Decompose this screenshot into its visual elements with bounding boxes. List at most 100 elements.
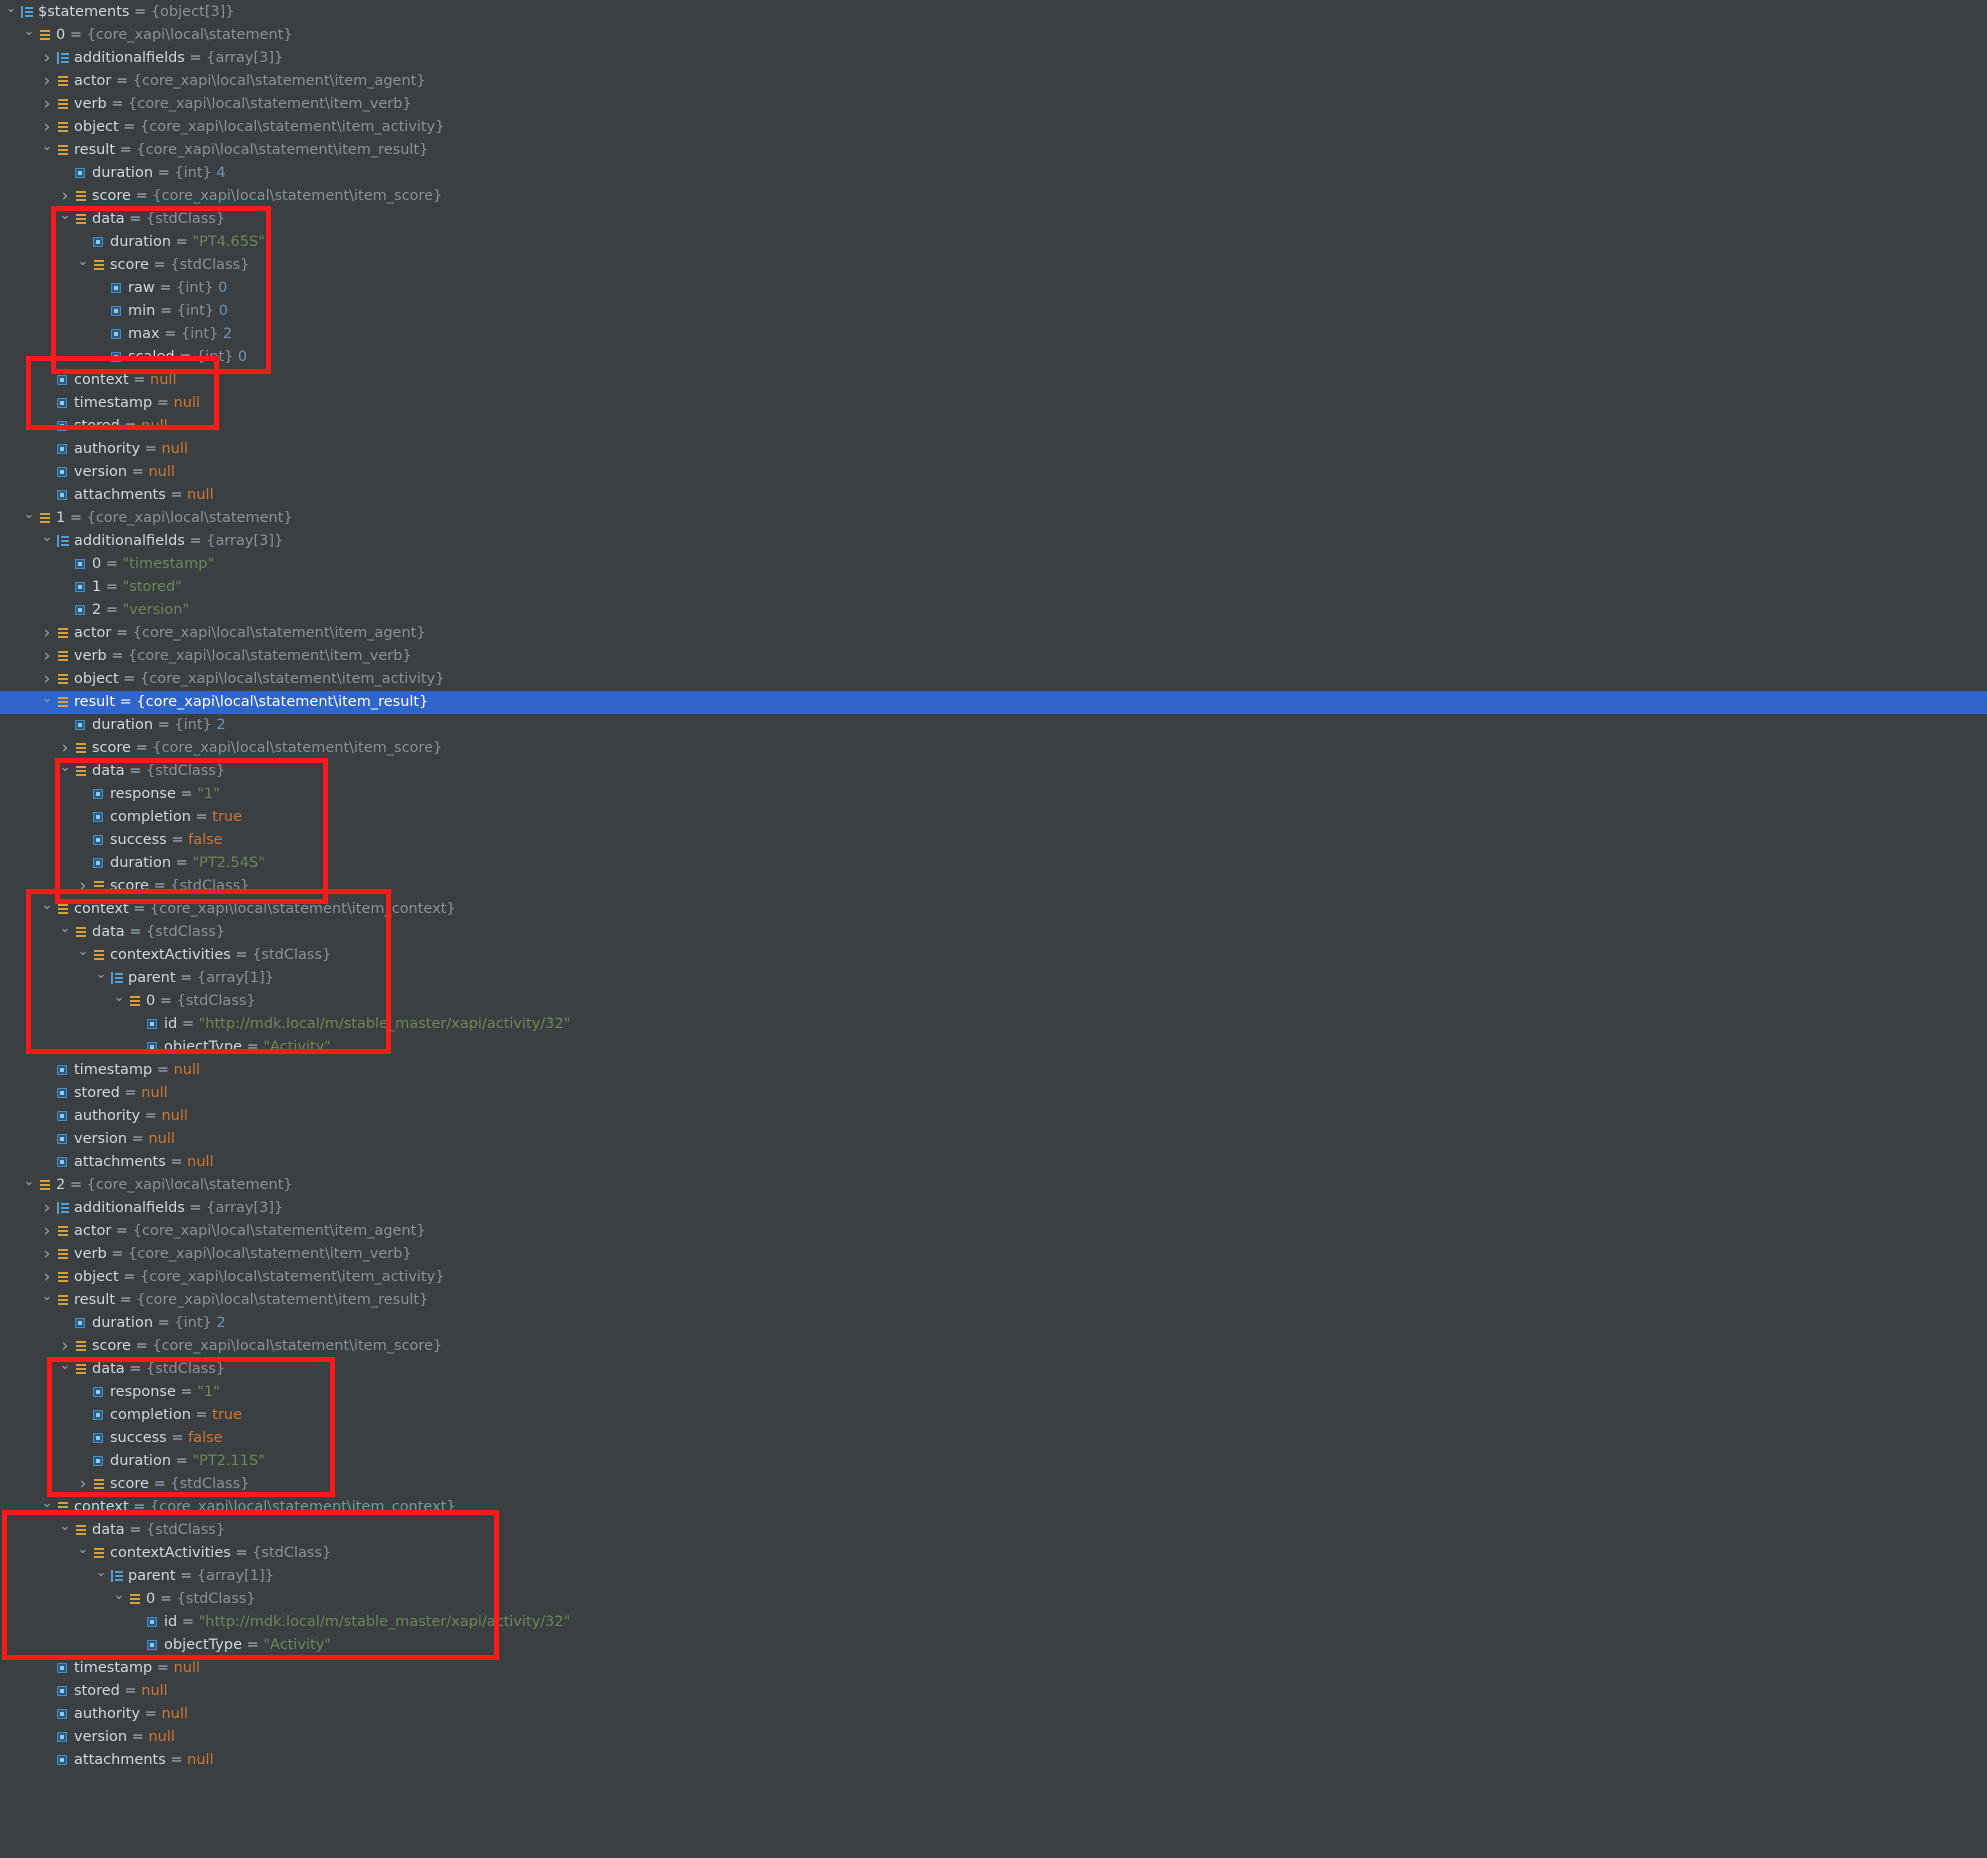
tree-row[interactable]: stored = null [0, 415, 1987, 438]
tree-row[interactable]: attachments = null [0, 484, 1987, 507]
chevron-right-icon[interactable]: › [79, 876, 87, 896]
tree-row[interactable]: ⌄0 = {stdClass} [0, 1588, 1987, 1611]
tree-row[interactable]: version = null [0, 461, 1987, 484]
chevron-down-icon[interactable]: ⌄ [95, 967, 107, 982]
chevron-down-icon[interactable]: ⌄ [41, 1289, 53, 1304]
chevron-down-icon[interactable]: ⌄ [113, 1588, 125, 1603]
chevron-right-icon[interactable]: › [61, 738, 69, 758]
tree-row[interactable]: ›object = {core_xapi\local\statement\ite… [0, 116, 1987, 139]
tree-row[interactable]: ⌄score = {stdClass} [0, 254, 1987, 277]
tree-row[interactable]: ›score = {stdClass} [0, 1473, 1987, 1496]
chevron-down-icon[interactable]: ⌄ [59, 921, 71, 936]
chevron-down-icon[interactable]: ⌄ [95, 1565, 107, 1580]
tree-row[interactable]: ⌄$statements = {object[3]} [0, 1, 1987, 24]
tree-row[interactable]: ⌄data = {stdClass} [0, 921, 1987, 944]
tree-row[interactable]: ⌄parent = {array[1]} [0, 967, 1987, 990]
tree-row[interactable]: ›verb = {core_xapi\local\statement\item_… [0, 93, 1987, 116]
tree-row[interactable]: min = {int} 0 [0, 300, 1987, 323]
tree-row[interactable]: ›score = {stdClass} [0, 875, 1987, 898]
tree-row[interactable]: duration = "PT4.65S" [0, 231, 1987, 254]
chevron-right-icon[interactable]: › [43, 1198, 51, 1218]
tree-row[interactable]: scaled = {int} 0 [0, 346, 1987, 369]
chevron-down-icon[interactable]: ⌄ [5, 1, 17, 16]
tree-row[interactable]: completion = true [0, 1404, 1987, 1427]
tree-row[interactable]: 0 = "timestamp" [0, 553, 1987, 576]
tree-row[interactable]: ⌄0 = {stdClass} [0, 990, 1987, 1013]
tree-row[interactable]: attachments = null [0, 1749, 1987, 1772]
tree-row[interactable]: ›actor = {core_xapi\local\statement\item… [0, 622, 1987, 645]
tree-row[interactable]: stored = null [0, 1680, 1987, 1703]
chevron-right-icon[interactable]: › [43, 1244, 51, 1264]
tree-row[interactable]: ⌄1 = {core_xapi\local\statement} [0, 507, 1987, 530]
tree-row[interactable]: duration = "PT2.54S" [0, 852, 1987, 875]
tree-row[interactable]: duration = {int} 2 [0, 714, 1987, 737]
tree-row[interactable]: ⌄parent = {array[1]} [0, 1565, 1987, 1588]
tree-row[interactable]: timestamp = null [0, 1657, 1987, 1680]
chevron-down-icon[interactable]: ⌄ [59, 1519, 71, 1534]
tree-row[interactable]: ⌄data = {stdClass} [0, 1358, 1987, 1381]
tree-row[interactable]: duration = "PT2.11S" [0, 1450, 1987, 1473]
tree-row[interactable]: ⌄2 = {core_xapi\local\statement} [0, 1174, 1987, 1197]
tree-row[interactable]: ⌄contextActivities = {stdClass} [0, 1542, 1987, 1565]
tree-row[interactable]: max = {int} 2 [0, 323, 1987, 346]
chevron-down-icon[interactable]: ⌄ [59, 208, 71, 223]
chevron-down-icon[interactable]: ⌄ [77, 1542, 89, 1557]
tree-row[interactable]: 1 = "stored" [0, 576, 1987, 599]
tree-row[interactable]: timestamp = null [0, 1059, 1987, 1082]
tree-row[interactable]: authority = null [0, 1703, 1987, 1726]
tree-row[interactable]: response = "1" [0, 783, 1987, 806]
chevron-down-icon[interactable]: ⌄ [23, 507, 35, 522]
tree-row[interactable]: objectType = "Activity" [0, 1634, 1987, 1657]
tree-row[interactable]: context = null [0, 369, 1987, 392]
tree-row[interactable]: ⌄result = {core_xapi\local\statement\ite… [0, 691, 1987, 714]
tree-row[interactable]: stored = null [0, 1082, 1987, 1105]
tree-row[interactable]: duration = {int} 4 [0, 162, 1987, 185]
tree-row[interactable]: ›additionalfields = {array[3]} [0, 1197, 1987, 1220]
tree-row[interactable]: success = false [0, 829, 1987, 852]
tree-row[interactable]: success = false [0, 1427, 1987, 1450]
chevron-down-icon[interactable]: ⌄ [113, 990, 125, 1005]
chevron-down-icon[interactable]: ⌄ [41, 1496, 53, 1511]
tree-row[interactable]: duration = {int} 2 [0, 1312, 1987, 1335]
tree-row[interactable]: ⌄context = {core_xapi\local\statement\it… [0, 898, 1987, 921]
tree-row[interactable]: ›object = {core_xapi\local\statement\ite… [0, 668, 1987, 691]
tree-row[interactable]: 2 = "version" [0, 599, 1987, 622]
chevron-right-icon[interactable]: › [43, 48, 51, 68]
chevron-down-icon[interactable]: ⌄ [77, 944, 89, 959]
tree-row[interactable]: ›verb = {core_xapi\local\statement\item_… [0, 1243, 1987, 1266]
tree-row[interactable]: ›additionalfields = {array[3]} [0, 47, 1987, 70]
tree-row[interactable]: authority = null [0, 438, 1987, 461]
tree-row[interactable]: completion = true [0, 806, 1987, 829]
tree-row[interactable]: id = "http://mdk.local/m/stable_master/x… [0, 1611, 1987, 1634]
tree-row[interactable]: ⌄data = {stdClass} [0, 1519, 1987, 1542]
chevron-right-icon[interactable]: › [43, 623, 51, 643]
tree-row[interactable]: ⌄data = {stdClass} [0, 208, 1987, 231]
tree-row[interactable]: raw = {int} 0 [0, 277, 1987, 300]
chevron-right-icon[interactable]: › [79, 1474, 87, 1494]
tree-row[interactable]: ⌄contextActivities = {stdClass} [0, 944, 1987, 967]
chevron-down-icon[interactable]: ⌄ [41, 139, 53, 154]
tree-row[interactable]: timestamp = null [0, 392, 1987, 415]
tree-row[interactable]: ›actor = {core_xapi\local\statement\item… [0, 1220, 1987, 1243]
chevron-right-icon[interactable]: › [43, 1221, 51, 1241]
tree-row[interactable]: version = null [0, 1128, 1987, 1151]
chevron-right-icon[interactable]: › [43, 117, 51, 137]
tree-row[interactable]: ›score = {core_xapi\local\statement\item… [0, 737, 1987, 760]
tree-row[interactable]: ›verb = {core_xapi\local\statement\item_… [0, 645, 1987, 668]
tree-row[interactable]: version = null [0, 1726, 1987, 1749]
tree-row[interactable]: ›score = {core_xapi\local\statement\item… [0, 1335, 1987, 1358]
tree-row[interactable]: ⌄result = {core_xapi\local\statement\ite… [0, 139, 1987, 162]
tree-row[interactable]: ⌄context = {core_xapi\local\statement\it… [0, 1496, 1987, 1519]
chevron-right-icon[interactable]: › [43, 646, 51, 666]
chevron-right-icon[interactable]: › [61, 186, 69, 206]
tree-row[interactable]: attachments = null [0, 1151, 1987, 1174]
chevron-right-icon[interactable]: › [43, 669, 51, 689]
tree-row[interactable]: ⌄result = {core_xapi\local\statement\ite… [0, 1289, 1987, 1312]
chevron-down-icon[interactable]: ⌄ [23, 1174, 35, 1189]
tree-row[interactable]: ⌄additionalfields = {array[3]} [0, 530, 1987, 553]
tree-row[interactable]: ›object = {core_xapi\local\statement\ite… [0, 1266, 1987, 1289]
chevron-down-icon[interactable]: ⌄ [59, 760, 71, 775]
chevron-down-icon[interactable]: ⌄ [41, 691, 53, 706]
tree-row[interactable]: ⌄data = {stdClass} [0, 760, 1987, 783]
chevron-right-icon[interactable]: › [43, 1267, 51, 1287]
